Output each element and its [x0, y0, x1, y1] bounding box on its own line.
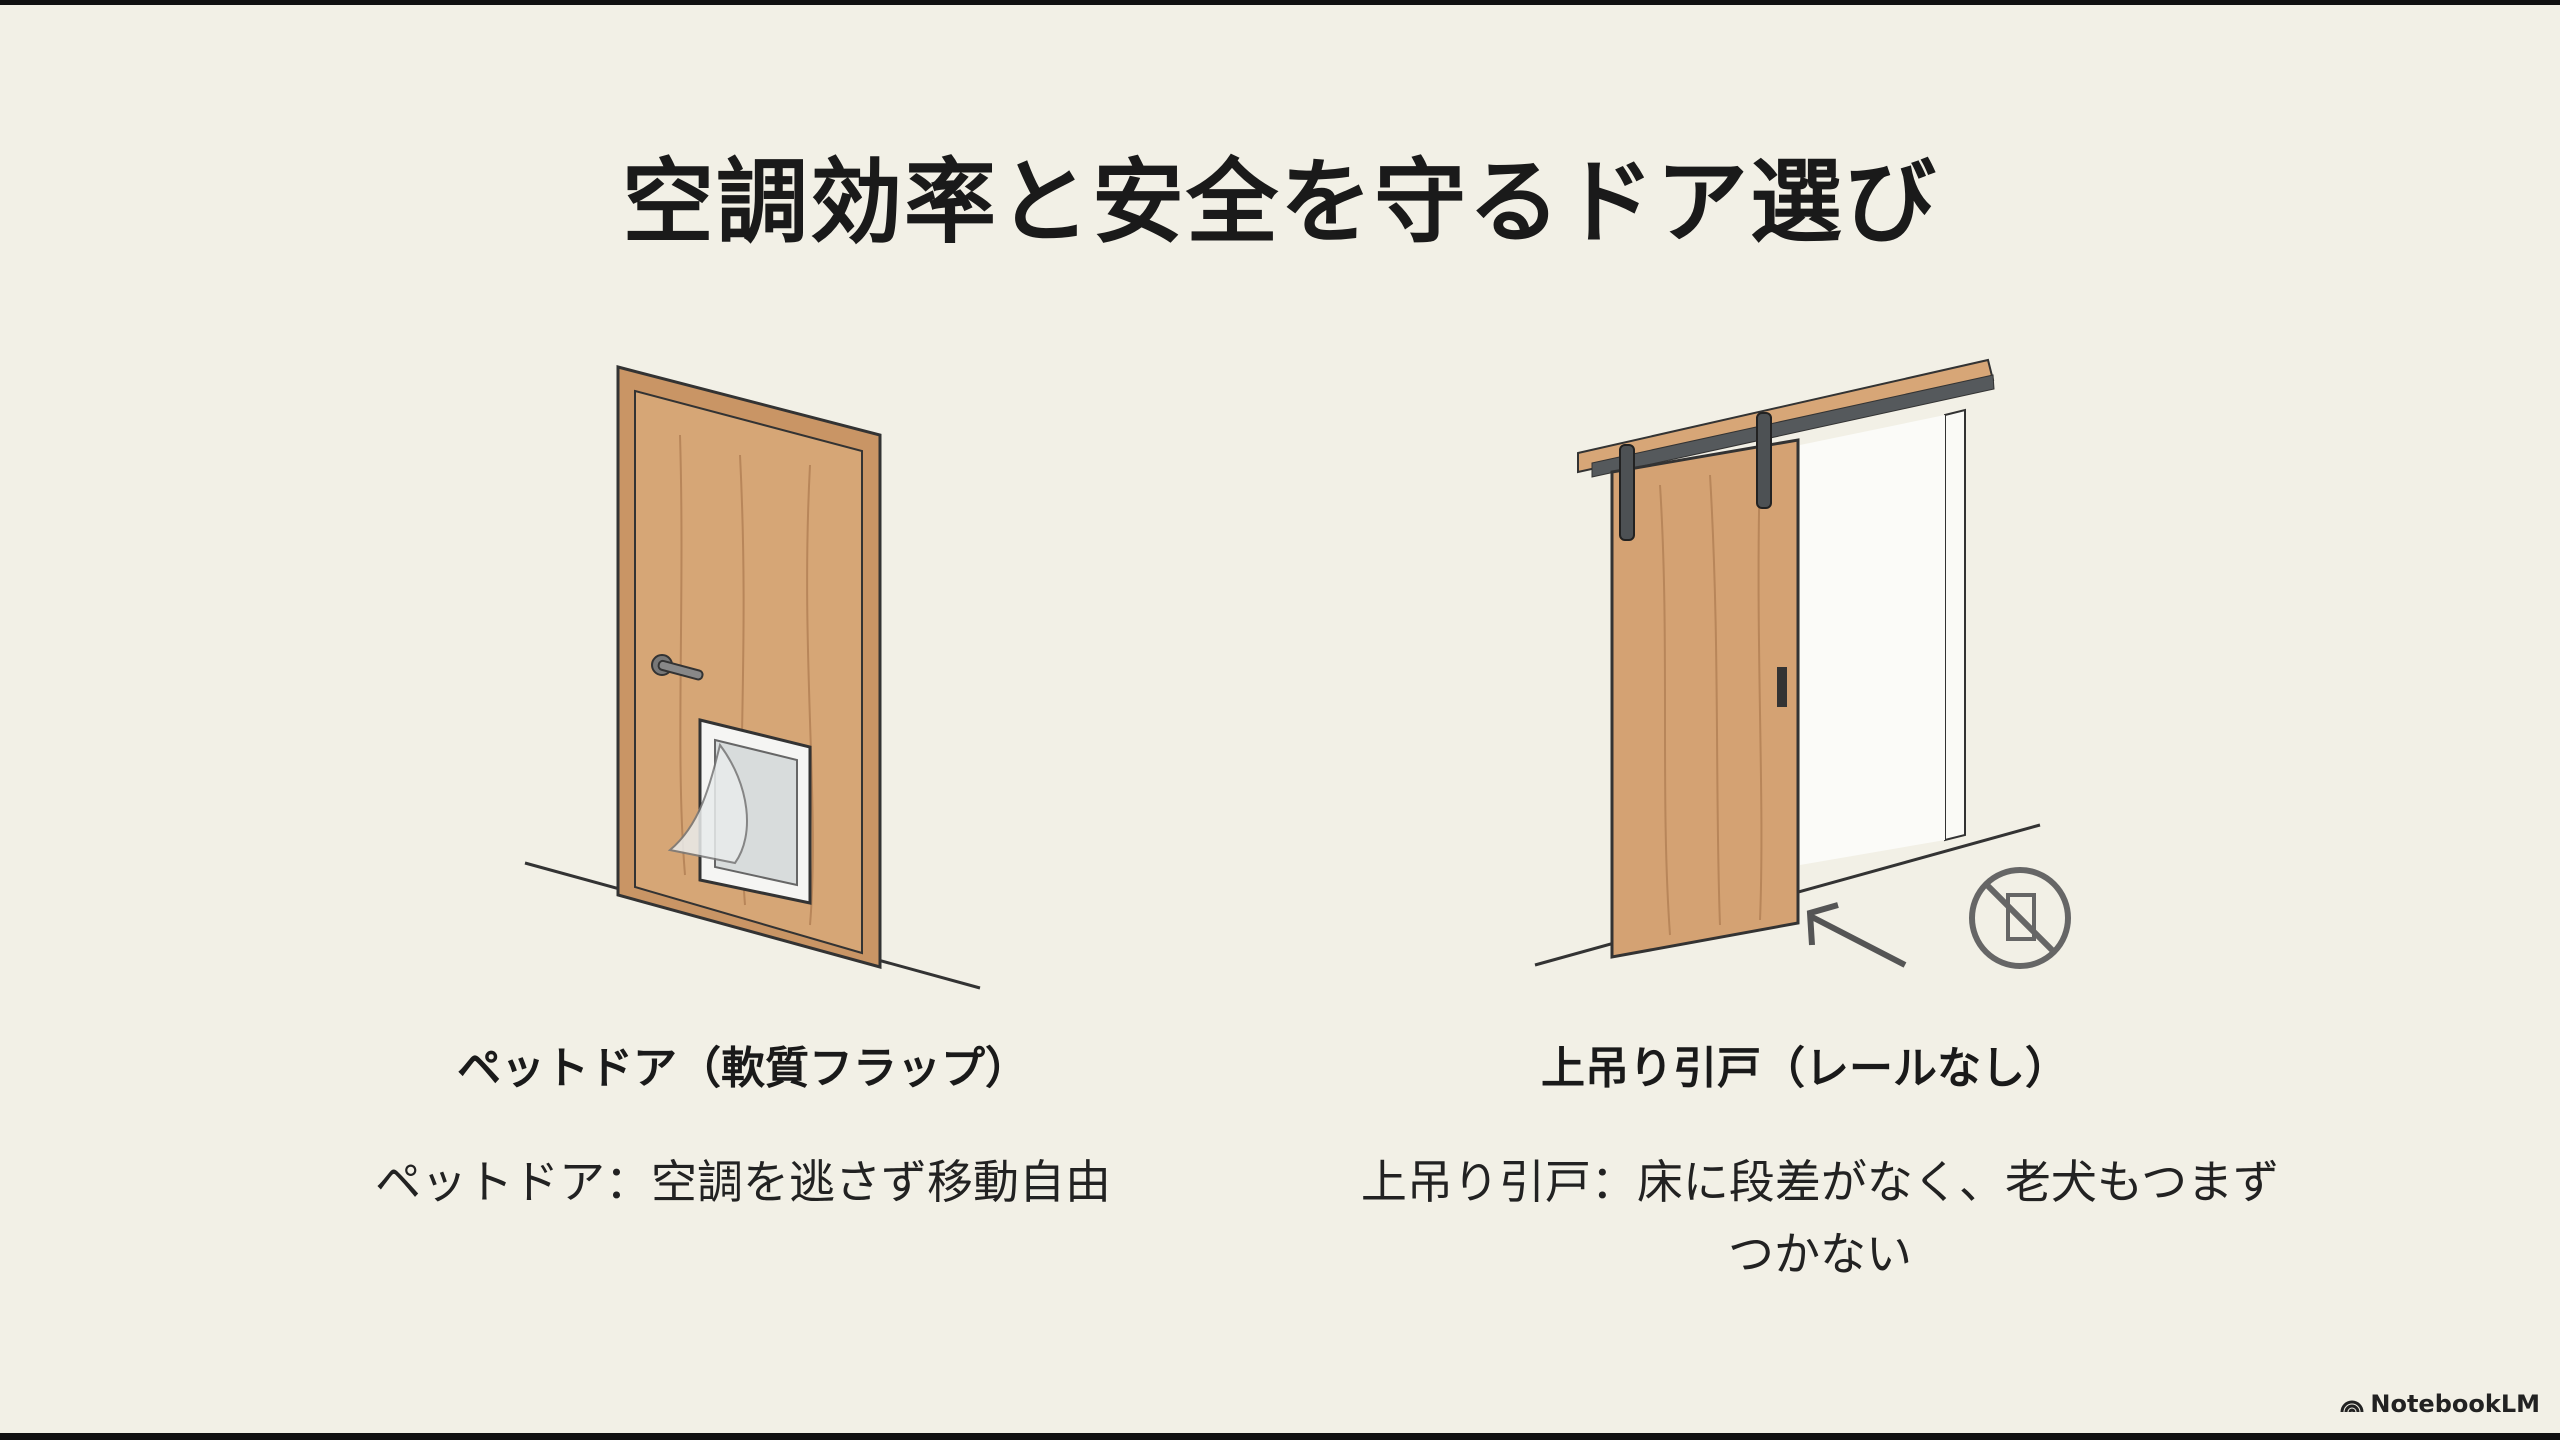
- door-handle-icon: [651, 654, 704, 681]
- pet-door-description: ペットドア：空調を逃さず移動自由: [375, 1155, 1111, 1209]
- sliding-door-panel: [1610, 438, 1800, 959]
- notebooklm-logo-icon: [2340, 1400, 2364, 1413]
- rail: [1591, 374, 1995, 478]
- pet-door-illustration: [524, 365, 981, 990]
- door-opening-frame: [1944, 408, 1966, 842]
- no-threshold-icon: [1969, 867, 2071, 969]
- pet-flap-icon: [667, 718, 812, 905]
- door-pull-handle: [1777, 667, 1787, 707]
- sliding-door-description-line2: つかない: [1728, 1227, 1912, 1281]
- brand-name: NotebookLM: [2370, 1390, 2540, 1418]
- pet-door-label: ペットドア（軟質フラップ）: [457, 1043, 1029, 1094]
- hanger-right: [1756, 412, 1772, 509]
- sliding-door-illustration: [1534, 358, 2071, 969]
- hanger-left: [1619, 444, 1635, 541]
- slide-title: 空調効率と安全を守るドア選び: [621, 149, 1938, 256]
- notebooklm-branding: NotebookLM: [2340, 1390, 2540, 1418]
- top-border: [0, 0, 2560, 5]
- arrow-icon: [1806, 902, 1907, 968]
- sliding-door-label: 上吊り引戸（レールなし）: [1541, 1043, 2069, 1094]
- sliding-door-description: 上吊り引戸：床に段差がなく、老犬もつまず つかない: [1270, 1146, 2370, 1290]
- door-opening: [1800, 415, 1945, 865]
- bottom-border: [0, 1433, 2560, 1440]
- sliding-door-description-line1: 上吊り引戸：床に段差がなく、老犬もつまず: [1360, 1155, 2280, 1209]
